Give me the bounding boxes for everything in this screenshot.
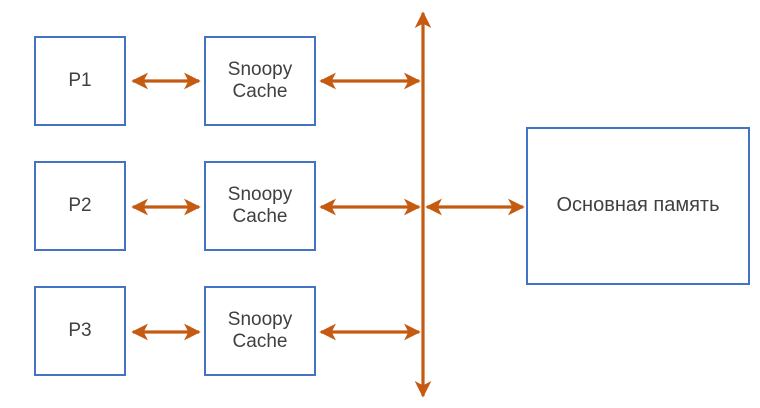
snoopy-cache-box-1[interactable]: Snoopy Cache <box>204 36 316 126</box>
snoopy-cache-box-3[interactable]: Snoopy Cache <box>204 286 316 376</box>
processor-box-p2[interactable]: P2 <box>34 161 126 251</box>
processor-label-p2: P2 <box>68 194 92 216</box>
processor-label-p1: P1 <box>68 69 92 91</box>
snoopy-cache-label-3: Snoopy Cache <box>227 308 293 352</box>
snoopy-cache-box-2[interactable]: Snoopy Cache <box>204 161 316 251</box>
processor-box-p1[interactable]: P1 <box>34 36 126 126</box>
processor-label-p3: P3 <box>68 319 92 341</box>
snoopy-cache-label-1: Snoopy Cache <box>227 58 293 102</box>
main-memory-box[interactable]: Основная память <box>526 127 750 285</box>
processor-box-p3[interactable]: P3 <box>34 286 126 376</box>
snoopy-cache-label-2: Snoopy Cache <box>227 183 293 227</box>
main-memory-label: Основная память <box>556 194 720 217</box>
